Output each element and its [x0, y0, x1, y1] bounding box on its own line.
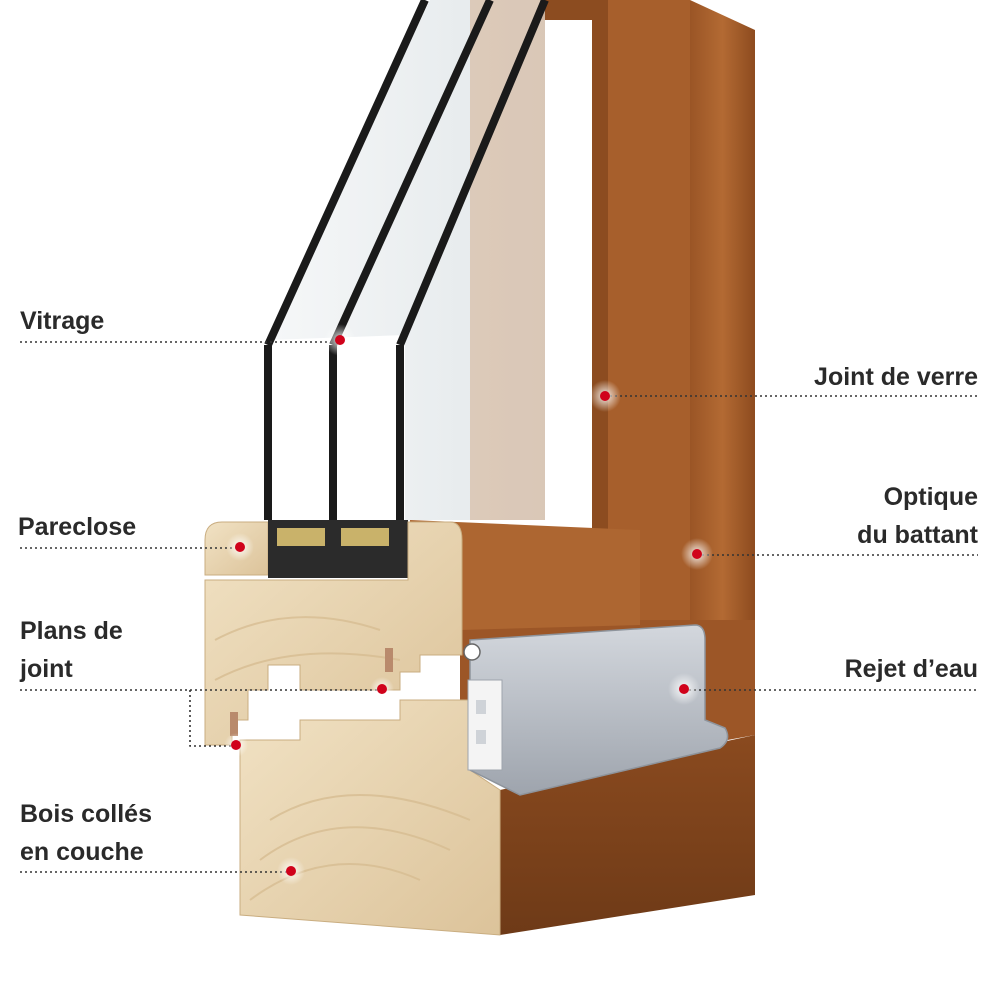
label-rejet-deau: Rejet d’eau [844, 655, 978, 683]
marker-optique-du-battant [681, 538, 713, 570]
label-bois-colles-line-1: Bois collés [20, 800, 152, 828]
label-plans-de-joint-line-1: Plans de [20, 617, 123, 645]
water-drip-profile [463, 624, 729, 796]
raw-wood-section [204, 520, 501, 936]
label-optique-du-battant-line-1: Optique [883, 483, 978, 511]
label-plans-de-joint-line-2: joint [20, 655, 73, 683]
marker-vitrage [324, 324, 356, 356]
glazing [264, 0, 549, 520]
marker-rejet-deau [668, 673, 700, 705]
label-optique-du-battant-line-2: du battant [857, 521, 978, 549]
marker-joint-de-verre [589, 380, 621, 412]
markers [224, 324, 713, 885]
label-pareclose: Pareclose [18, 513, 137, 541]
marker-pareclose [226, 533, 254, 561]
marker-bois-colles [277, 857, 305, 885]
leader-bracket-plans-de-joint [189, 690, 236, 747]
leader-lines [20, 341, 978, 873]
marker-plans-de-joint-2 [224, 733, 248, 757]
marker-plans-de-joint-1 [370, 677, 394, 701]
label-joint-de-verre: Joint de verre [814, 363, 978, 391]
label-optique-du-battant: Optique du battant [857, 478, 978, 554]
label-bois-colles: Bois collés en couche [20, 795, 152, 871]
label-bois-colles-line-2: en couche [20, 838, 144, 866]
label-vitrage: Vitrage [20, 307, 105, 335]
label-plans-de-joint: Plans de joint [20, 612, 123, 688]
